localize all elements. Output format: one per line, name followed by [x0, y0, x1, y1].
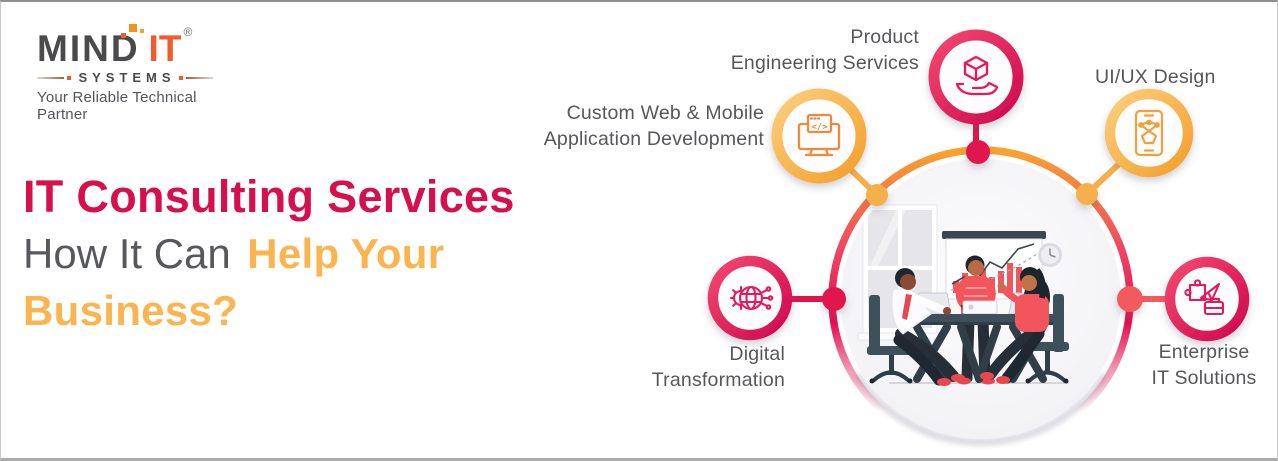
logo-text-it: IT	[148, 28, 182, 69]
headline-line2-prefix: How It Can	[23, 230, 231, 277]
puzzle-plane-briefcase-icon	[1184, 279, 1225, 316]
logo-square-right	[178, 75, 183, 80]
logo-systems-row: SYSTEMS	[37, 70, 213, 85]
service-label-digital-transformation: Digital Transformation	[651, 343, 785, 391]
logo-wordmark: MIND IT ®	[37, 24, 247, 69]
logo-text-systems: SYSTEMS	[78, 70, 176, 85]
service-label-enterprise-it: Enterprise IT Solutions	[1151, 341, 1257, 389]
globe-gear-circuit-icon	[729, 285, 774, 311]
svg-text:</>: </>	[811, 123, 828, 133]
service-label-product-engineering: Product Engineering Services	[730, 26, 919, 74]
services-diagram: </>	[707, 29, 1250, 452]
logo-tagline: Your Reliable Technical Partner	[37, 89, 197, 123]
service-node-digital-transformation	[707, 255, 793, 341]
rim-dot-pink-left	[822, 287, 846, 311]
mobile-pen-tool-icon	[1134, 109, 1164, 157]
brand-logo: MIND IT ® SYSTEMS Your Reliable Technica…	[37, 24, 247, 123]
seated-man-figure	[867, 268, 965, 386]
logo-square-left	[67, 75, 72, 80]
logo-rule-left	[37, 76, 65, 79]
service-node-product-engineering	[928, 29, 1024, 125]
logo-rule-right	[185, 76, 213, 79]
rim-dot-pink-top	[966, 140, 990, 164]
rim-dot-yellow-left	[866, 184, 888, 206]
service-node-enterprise-it	[1164, 256, 1250, 342]
headline-line2-accent: Help Your	[247, 230, 445, 277]
rim-dot-salmon-right	[1117, 286, 1143, 312]
team-meeting-illustration	[857, 204, 1069, 386]
service-node-custom-web-mobile: </>	[771, 88, 867, 184]
rim-dot-yellow-right	[1076, 183, 1098, 205]
headline-line3: Business?	[23, 287, 239, 334]
headline-line1: IT Consulting Services	[23, 171, 515, 222]
hub-bottom-shadow	[853, 372, 1109, 446]
hand-holding-box-icon	[955, 55, 999, 96]
logo-text-mind: MIND	[37, 28, 140, 69]
rim-dots	[822, 140, 1143, 312]
service-label-uiux-design: UI/UX Design	[1095, 66, 1216, 88]
headline-line2: How It Can Help Your	[23, 225, 515, 282]
service-node-uiux-design	[1104, 88, 1194, 178]
clock-graphic	[1038, 243, 1062, 267]
service-label-custom-web-mobile: Custom Web & Mobile Application Developm…	[543, 102, 764, 150]
code-monitor-icon: </>	[797, 113, 841, 157]
headline: IT Consulting Services How It Can Help Y…	[23, 168, 515, 339]
registered-trademark: ®	[183, 25, 193, 39]
seated-woman-figure	[980, 267, 1069, 384]
